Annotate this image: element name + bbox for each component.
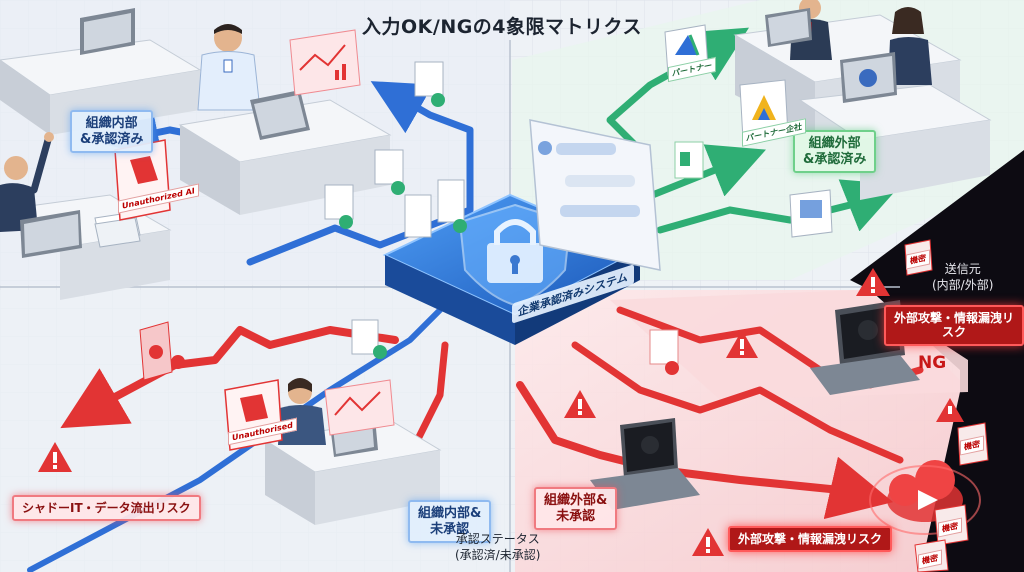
laptop-left bbox=[20, 210, 82, 258]
document-icon-1 bbox=[414, 61, 445, 107]
document-icon-4 bbox=[404, 179, 467, 238]
flow-green-mid bbox=[636, 144, 766, 204]
ng-label: NG bbox=[918, 353, 947, 373]
laptop-upper-left bbox=[80, 8, 135, 55]
quadrant-label-bottom-right: 組織外部& 未承認 bbox=[534, 487, 618, 531]
document-icon-3 bbox=[324, 184, 354, 229]
quadrant-label-top-right: 組織外部 &承認済み bbox=[793, 130, 877, 174]
risk-label-shadow-it: シャドーIT・データ流出リスク bbox=[12, 495, 201, 522]
warning-icon-5 bbox=[692, 528, 724, 556]
question-badge-icon bbox=[139, 321, 185, 381]
risk-label-external-attack-2: 外部攻撃・情報漏洩リスク bbox=[728, 526, 893, 553]
warning-icon-1 bbox=[38, 442, 72, 472]
laptop-top-right bbox=[765, 8, 812, 47]
laptop-top-left bbox=[250, 90, 310, 140]
zone-dark-external bbox=[850, 150, 1024, 572]
partner-logo-card-3 bbox=[789, 189, 833, 238]
flow-green-lower bbox=[656, 179, 901, 234]
document-icon-5 bbox=[351, 319, 387, 359]
person-top-right-2 bbox=[888, 7, 932, 85]
dashboard-screen-top bbox=[289, 29, 361, 96]
axis-label-sender: 送信元 (内部/外部) bbox=[932, 262, 994, 292]
person-top-left bbox=[197, 24, 261, 111]
document-icon-red bbox=[649, 329, 679, 375]
warning-icon-2 bbox=[564, 390, 596, 418]
laptop-hacker-1 bbox=[810, 300, 920, 395]
warning-icon-4 bbox=[856, 268, 890, 296]
alert-cloud-icon bbox=[869, 460, 981, 535]
laptop-hacker-2 bbox=[590, 418, 700, 510]
flow-red-right-2 bbox=[571, 341, 904, 464]
document-icon-2 bbox=[374, 149, 405, 195]
laptop-right-mid bbox=[840, 52, 897, 103]
person-bottom-left bbox=[278, 378, 326, 445]
warning-icon-3 bbox=[726, 330, 758, 358]
lock-icon bbox=[487, 219, 543, 283]
document-icon-green bbox=[674, 141, 704, 179]
dashboard-screen-bottom bbox=[324, 379, 395, 436]
flow-blue-top bbox=[246, 81, 474, 266]
risk-label-external-attack-1: 外部攻撃・情報漏洩リスク bbox=[884, 305, 1024, 346]
chat-panel bbox=[529, 119, 661, 271]
quadrant-label-bottom-left: 組織内部& 未承認 bbox=[408, 500, 492, 544]
page-title: 入力OK/NGの4象限マトリクス bbox=[362, 16, 642, 38]
person-left bbox=[0, 132, 54, 232]
quadrant-label-top-left: 組織内部 &承認済み bbox=[70, 110, 154, 154]
document-stack-left bbox=[94, 211, 141, 248]
warning-icon-6 bbox=[936, 398, 964, 422]
flow-red-left bbox=[60, 326, 399, 429]
axis-label-status: 承認ステータス (承認済/未承認) bbox=[455, 532, 541, 562]
